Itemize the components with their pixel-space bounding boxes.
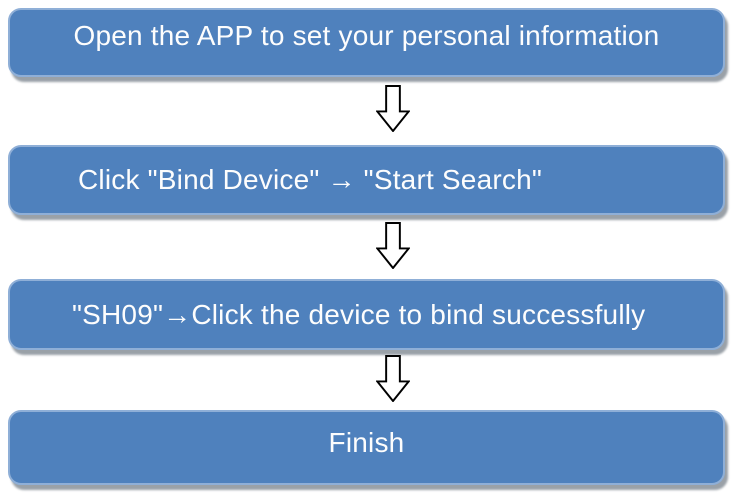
- down-arrow-icon: [376, 355, 410, 402]
- flowchart-step-bind-device: Click "Bind Device" → "Start Search": [8, 145, 725, 215]
- down-arrow-icon: [376, 222, 410, 269]
- flowchart-step-select-sh09: "SH09"→Click the device to bind successf…: [8, 279, 725, 350]
- flowchart-step-open-app: Open the APP to set your personal inform…: [8, 8, 725, 77]
- step-label: Finish: [328, 427, 405, 458]
- step-label: "SH09"→Click the device to bind successf…: [72, 298, 646, 330]
- down-arrow-icon: [376, 85, 410, 132]
- flowchart-step-finish: Finish: [8, 410, 725, 485]
- step-label: Click "Bind Device" → "Start Search": [78, 164, 542, 195]
- step-label: Open the APP to set your personal inform…: [73, 19, 660, 51]
